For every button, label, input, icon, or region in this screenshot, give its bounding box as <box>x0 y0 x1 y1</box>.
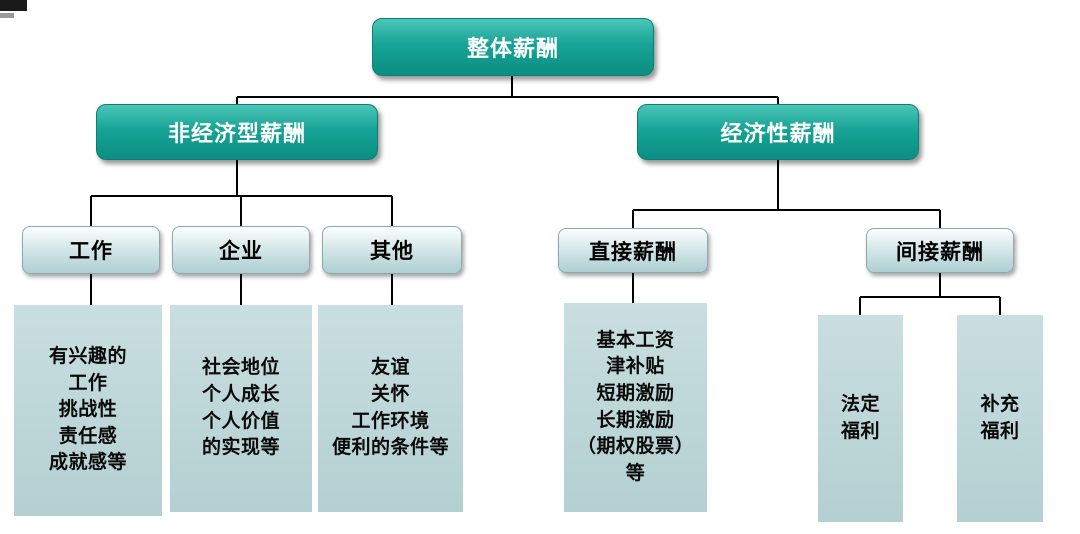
node-work: 工作 <box>22 226 160 274</box>
node-non-economic-compensation: 非经济型薪酬 <box>96 104 378 160</box>
node-enterprise: 企业 <box>172 226 310 274</box>
node-direct-compensation: 直接薪酬 <box>558 228 708 273</box>
leaf-work-items: 有兴趣的 工作 挑战性 责任感 成就感等 <box>14 305 162 516</box>
slide-corner-mark <box>0 0 27 11</box>
node-total-compensation: 整体薪酬 <box>372 18 654 76</box>
node-other: 其他 <box>322 226 462 274</box>
leaf-direct-items: 基本工资 津补贴 短期激励 长期激励 （期权股票） 等 <box>564 303 707 512</box>
leaf-legal-welfare: 法定 福利 <box>818 315 903 522</box>
node-indirect-compensation: 间接薪酬 <box>866 228 1014 273</box>
node-economic-compensation: 经济性薪酬 <box>637 104 919 160</box>
leaf-other-items: 友谊 关怀 工作环境 便利的条件等 <box>318 305 463 512</box>
leaf-enterprise-items: 社会地位 个人成长 个人价值 的实现等 <box>170 305 312 512</box>
slide-corner-mark-small <box>0 13 14 18</box>
leaf-supplementary-welfare: 补充 福利 <box>957 315 1043 522</box>
